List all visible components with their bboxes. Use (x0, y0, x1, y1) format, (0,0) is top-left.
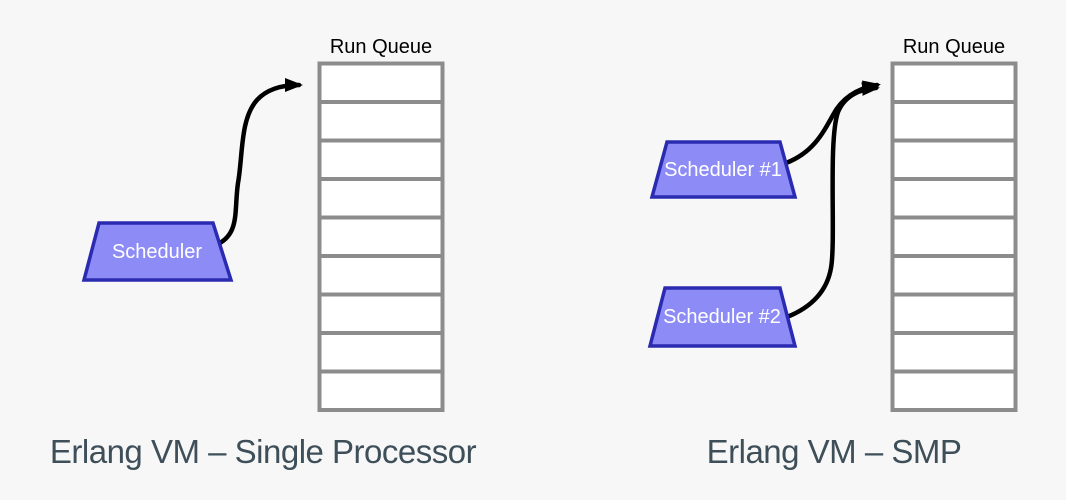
run-queue-box (890, 61, 1018, 412)
scheduler2-shape (647, 286, 798, 348)
run-queue-label: Run Queue (330, 36, 432, 58)
single-processor-caption: Erlang VM – Single Processor (49, 433, 477, 470)
run-queue-box (317, 61, 445, 412)
scheduler1-shape (649, 140, 798, 199)
scheduler2-label: Scheduler #2 (663, 306, 781, 328)
scheduler2-to-queue-arrow (784, 81, 880, 320)
run-queue-label: Run Queue (903, 36, 1005, 58)
scheduler-to-queue-arrow (215, 78, 303, 247)
scheduler-shape (81, 221, 234, 282)
single-processor-diagram: Run Queue Scheduler (81, 36, 445, 412)
scheduler-label: Scheduler (112, 241, 202, 263)
smp-caption: Erlang VM – SMP (706, 433, 962, 470)
smp-diagram: Run Queue Scheduler #1 Scheduler #2 (647, 36, 1018, 412)
scheduler1-label: Scheduler #1 (664, 159, 782, 181)
